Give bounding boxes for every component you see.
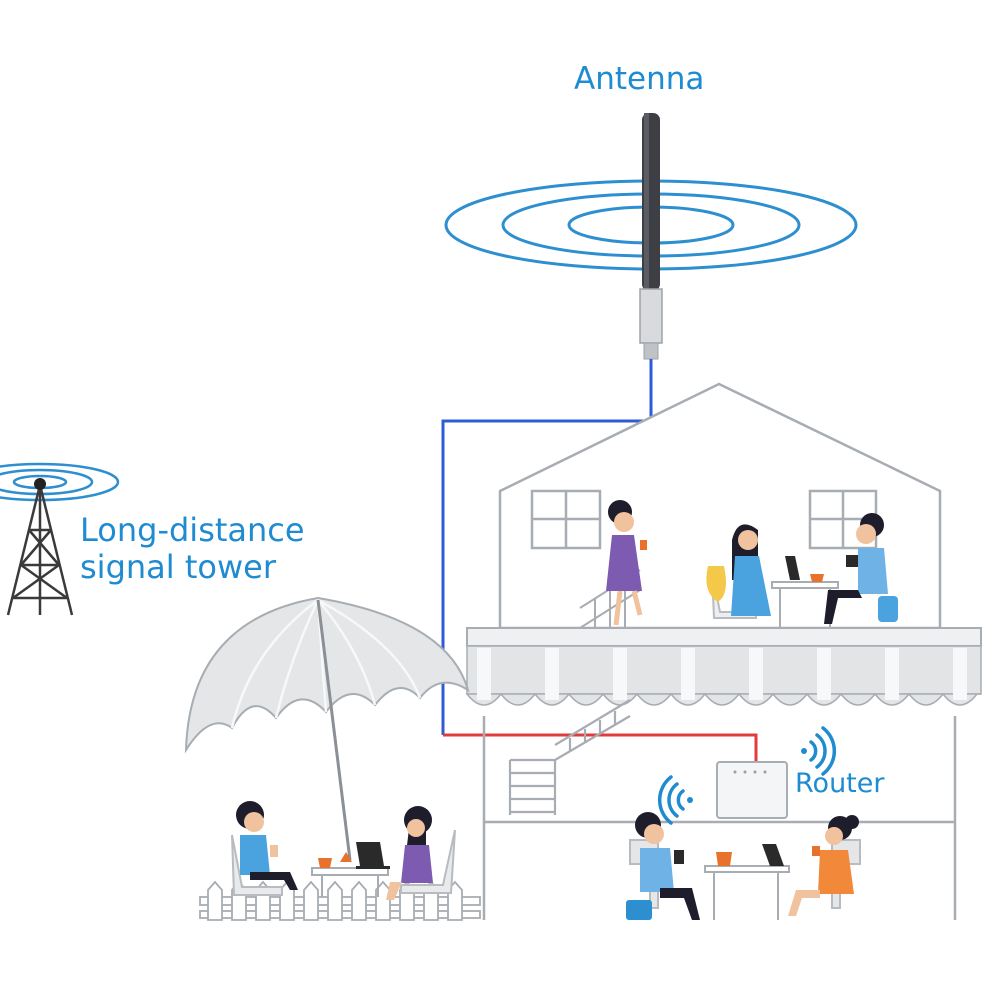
antenna-icon	[639, 113, 663, 360]
outdoor-table	[311, 867, 389, 897]
outdoor-chair-right	[400, 829, 456, 894]
person-outdoor-left	[236, 801, 298, 890]
lower-staircase	[508, 699, 631, 815]
router-icon	[716, 761, 788, 819]
cable-blue	[441, 359, 653, 735]
indoor-table	[704, 865, 790, 920]
tower-signal-rings	[0, 462, 120, 502]
cup-icon	[318, 852, 352, 868]
cup-icon	[810, 574, 824, 582]
awning	[465, 627, 982, 706]
signal-tower-icon	[6, 478, 74, 616]
laptop-icon	[762, 844, 784, 866]
cable-red	[443, 733, 758, 762]
ground-floor-frame	[482, 716, 957, 920]
person-indoor-right	[788, 815, 859, 916]
signal-tower-label-line2: signal tower	[80, 547, 276, 586]
person-outdoor-right	[386, 806, 433, 900]
laptop-icon	[785, 556, 800, 580]
cup-icon	[716, 852, 732, 866]
router-label: Router	[795, 768, 885, 799]
person-indoor-left	[626, 812, 700, 920]
laptop-icon	[356, 842, 390, 869]
house-window-left	[530, 489, 602, 550]
wifi-icon	[801, 726, 837, 776]
wifi-icon	[657, 775, 693, 825]
outdoor-chair-left	[231, 834, 283, 896]
signal-tower-label: Long-distance signal tower	[80, 512, 305, 586]
person-upstairs-stairs	[606, 500, 647, 626]
umbrella-icon	[184, 596, 470, 861]
person-upstairs-left	[706, 524, 771, 616]
person-upstairs-right	[824, 513, 898, 624]
antenna-label: Antenna	[574, 61, 705, 97]
signal-tower-label-line1: Long-distance	[80, 511, 305, 549]
